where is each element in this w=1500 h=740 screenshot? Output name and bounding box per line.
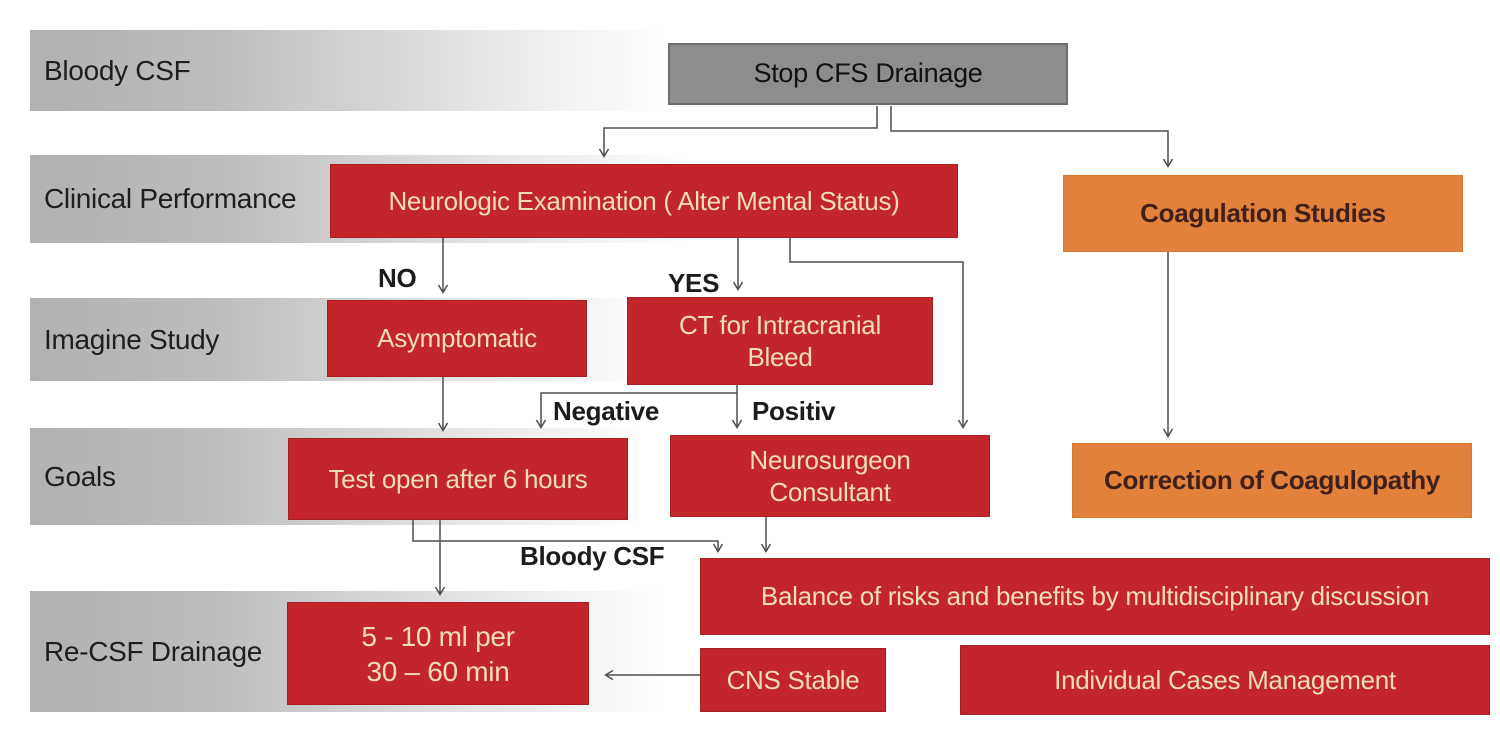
node-neurosurgeon-consultant: Neurosurgeon Consultant	[670, 435, 990, 517]
row-label-bloody-csf: Bloody CSF	[30, 30, 665, 111]
node-coagulation-studies: Coagulation Studies	[1063, 175, 1463, 252]
edge-label-bloody-csf: Bloody CSF	[520, 541, 665, 571]
edge-label-negative: Negative	[553, 396, 659, 426]
row-label-text: Imagine Study	[44, 323, 220, 355]
connector-stop-to-coagulation-studies	[890, 106, 1168, 166]
edge-label-no: NO	[378, 263, 417, 293]
node-stop-cfs-drainage: Stop CFS Drainage	[668, 43, 1068, 105]
connector-stop-to-neurologic-exam	[604, 106, 878, 156]
edge-label-positiv: Positiv	[752, 396, 836, 426]
node-drainage-rate: 5 - 10 ml per 30 – 60 min	[287, 602, 589, 705]
row-label-text: Bloody CSF	[44, 54, 191, 86]
drainage-rate-line1: 5 - 10 ml per	[361, 620, 515, 652]
node-test-open-after-6-hours: Test open after 6 hours	[288, 438, 628, 520]
row-label-text: Clinical Performance	[44, 183, 297, 214]
node-asymptomatic: Asymptomatic	[327, 300, 587, 377]
row-label-text: Re-CSF Drainage	[44, 635, 263, 667]
node-cns-stable: CNS Stable	[700, 648, 886, 712]
node-ct-intracranial-bleed: CT for Intracranial Bleed	[627, 297, 933, 385]
node-neurologic-examination: Neurologic Examination ( Alter Mental St…	[330, 164, 958, 238]
row-label-text: Goals	[44, 460, 116, 492]
node-balance-of-risks: Balance of risks and benefits by multidi…	[700, 558, 1490, 635]
node-correction-of-coagulopathy: Correction of Coagulopathy	[1072, 443, 1472, 518]
drainage-rate-text: 5 - 10 ml per 30 – 60 min	[361, 619, 515, 689]
drainage-rate-line2: 30 – 60 min	[366, 655, 510, 687]
node-individual-cases-management: Individual Cases Management	[960, 645, 1490, 715]
edge-label-yes: YES	[668, 268, 720, 298]
